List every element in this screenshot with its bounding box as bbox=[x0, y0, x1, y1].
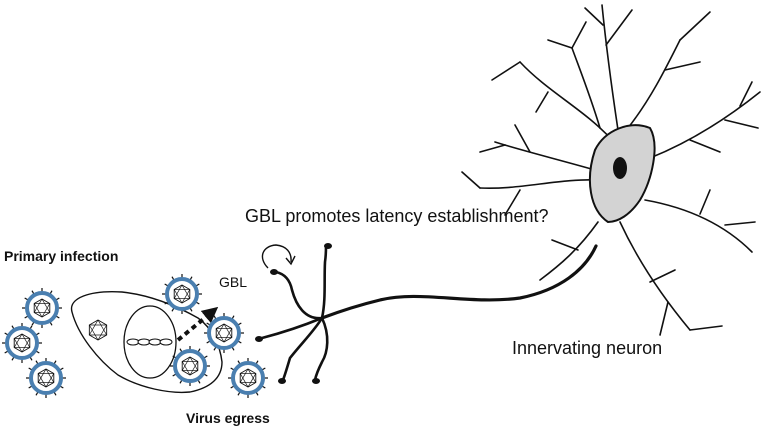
virion-icon bbox=[170, 346, 210, 386]
virus-egress-label: Virus egress bbox=[186, 410, 270, 426]
virion-icon bbox=[2, 323, 42, 363]
axon-terminal-boutons bbox=[255, 243, 332, 384]
virion-icon bbox=[22, 288, 62, 328]
virion-icon bbox=[204, 313, 244, 353]
viral-dna-chain bbox=[126, 338, 173, 346]
neuron-label: Innervating neuron bbox=[512, 338, 663, 358]
virion-icon bbox=[228, 358, 268, 398]
axon-terminals bbox=[260, 244, 329, 382]
primary-infection-label: Primary infection bbox=[4, 248, 119, 264]
egress-arrow-icon bbox=[176, 306, 219, 342]
neuron-axon bbox=[320, 244, 598, 320]
virion-layer bbox=[2, 274, 268, 398]
virion-icon bbox=[162, 274, 202, 314]
gbl-label: GBL bbox=[219, 274, 248, 290]
virion-icon bbox=[26, 358, 66, 398]
capsid-icon bbox=[88, 319, 108, 341]
neuron-nucleus bbox=[613, 157, 627, 179]
latency-question-label: GBL promotes latency establishment? bbox=[245, 206, 549, 226]
neuron-dendrites bbox=[461, 4, 761, 336]
circular-arrow-icon bbox=[261, 244, 296, 269]
